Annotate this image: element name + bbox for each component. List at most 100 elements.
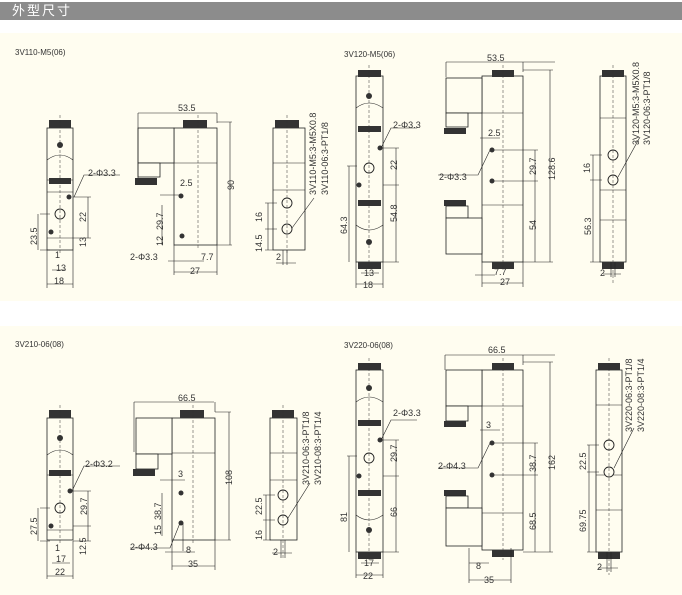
dim-label: 66.5 <box>488 345 506 355</box>
dim-label: 35 <box>484 575 494 585</box>
dim-label: 17 <box>56 554 66 564</box>
dim-label: 22 <box>389 160 399 170</box>
dim-label: 2-Φ4.3 <box>438 461 466 471</box>
dim-label: 53.5 <box>178 103 196 113</box>
dim-label: 29.7 <box>528 157 538 175</box>
dim-label: 38.7 <box>153 502 163 520</box>
dim-label: 22.5 <box>254 497 264 515</box>
dim-label: 68.5 <box>528 512 538 530</box>
dim-label: 162 <box>547 455 557 470</box>
drawing-3v120: 3V120-M5(06) 2-Φ3.3 22 54.8 64.3 13 18 5… <box>339 50 652 290</box>
dim-label: 14.5 <box>254 234 264 252</box>
dim-label: 22.5 <box>578 452 588 470</box>
dim-label: 2-Φ3.3 <box>88 168 116 178</box>
port-spec-label: 3V120-06:3-PT1/8 <box>642 71 652 145</box>
dim-label: 22 <box>363 571 373 581</box>
dim-label: 38.7 <box>528 454 538 472</box>
dim-label: 3 <box>486 420 491 430</box>
dim-label: 66 <box>389 507 399 517</box>
dim-label: 2-Φ3.3 <box>393 120 421 130</box>
dim-label: 64.3 <box>339 216 349 234</box>
dim-label: 8 <box>186 545 191 555</box>
front-view <box>347 358 417 578</box>
dim-label: 7.7 <box>201 252 214 262</box>
dim-label: 29.7 <box>79 497 89 515</box>
dim-label: 2 <box>276 252 281 262</box>
dim-label: 2-Φ3.3 <box>439 172 467 182</box>
dim-label: 2 <box>600 268 605 278</box>
dim-label: 54.8 <box>389 204 399 222</box>
dim-label: 16 <box>254 530 264 540</box>
drawing-3v110: 3V110-M5(06) 2-Φ3.3 22 23.5 13 1 13 18 5… <box>15 48 330 288</box>
model-title: 3V110-M5(06) <box>15 48 66 57</box>
dim-label: 56.3 <box>583 217 593 235</box>
end-view <box>263 405 311 560</box>
dim-label: 3 <box>178 469 183 479</box>
dim-label: 69.75 <box>578 509 588 532</box>
dim-label: 22 <box>55 567 65 577</box>
port-spec-label: 3V120-M5:3-M5X0.8 <box>631 62 641 145</box>
dim-label: 53.5 <box>487 53 505 63</box>
dim-label: 1 <box>55 543 60 553</box>
dim-label: 23.5 <box>29 227 39 245</box>
dim-label: 29.7 <box>155 212 165 230</box>
dim-label: 22 <box>78 212 88 222</box>
port-spec-label: 3V210-06:3-PT1/8 <box>301 411 311 485</box>
dim-label: 27 <box>500 277 510 287</box>
end-view <box>590 65 641 285</box>
dim-label: 2.5 <box>180 178 193 188</box>
section-header: 外型尺寸 <box>0 2 682 20</box>
dim-label: 2.5 <box>488 128 501 138</box>
side-view <box>135 112 232 275</box>
section-title: 外型尺寸 <box>12 3 73 18</box>
dim-label: 15 <box>153 525 163 535</box>
dim-label: 16 <box>582 163 592 173</box>
dim-label: 13 <box>56 263 66 273</box>
dim-label: 108 <box>224 470 234 485</box>
dim-label: 18 <box>54 276 64 286</box>
port-spec-label: 3V110-M5:3-M5X0.8 <box>308 113 318 195</box>
panel-background-top <box>0 33 682 301</box>
dim-label: 2 <box>597 562 602 572</box>
dim-label: 13 <box>364 268 374 278</box>
model-title: 3V220-06(08) <box>344 341 393 350</box>
dim-label: 27 <box>190 266 200 276</box>
dim-label: 2 <box>273 547 278 557</box>
drawing-3v220: 3V220-06(08) 2-Φ3.3 29.7 66 81 17 22 66.… <box>339 341 646 585</box>
port-spec-label: 3V210-08:3-PT1/4 <box>313 411 323 485</box>
model-title: 3V120-M5(06) <box>344 50 395 59</box>
dim-label: 128.6 <box>547 157 557 180</box>
dim-label: 17 <box>364 558 374 568</box>
dim-label: 2-Φ3.3 <box>130 252 158 262</box>
panel-background-bottom <box>0 326 682 595</box>
port-spec-label: 3V110-06:3-PT1/8 <box>320 122 330 195</box>
dim-label: 13 <box>78 237 88 247</box>
side-view <box>130 401 231 570</box>
front-view <box>37 405 120 579</box>
front-view <box>37 115 120 288</box>
dim-label: 90 <box>226 180 236 190</box>
dim-label: 66.5 <box>178 393 196 403</box>
dim-label: 54 <box>528 220 538 230</box>
port-spec-label: 3V220-06:3-PT1/8 <box>624 358 634 432</box>
dim-label: 81 <box>339 512 349 522</box>
dim-label: 35 <box>188 559 198 569</box>
dim-label: 7.7 <box>494 267 507 277</box>
side-view <box>438 61 555 287</box>
dim-label: 12 <box>155 236 165 246</box>
dim-label: 16 <box>254 212 264 222</box>
dim-label: 18 <box>363 280 373 290</box>
dim-label: 27.5 <box>29 517 39 535</box>
dim-label: 1 <box>55 250 60 260</box>
drawing-3v210: 3V210-06(08) 2-Φ3.2 29.7 27.5 12.5 1 17 … <box>15 340 323 579</box>
side-view <box>438 354 555 583</box>
model-title: 3V210-06(08) <box>15 340 64 349</box>
dim-label: 2-Φ4.3 <box>130 542 158 552</box>
front-view <box>347 65 417 288</box>
dim-label: 2-Φ3.3 <box>393 408 421 418</box>
dim-label: 29.7 <box>389 444 399 462</box>
end-view <box>587 358 635 575</box>
dim-label: 8 <box>476 561 481 571</box>
end-view <box>265 115 315 265</box>
